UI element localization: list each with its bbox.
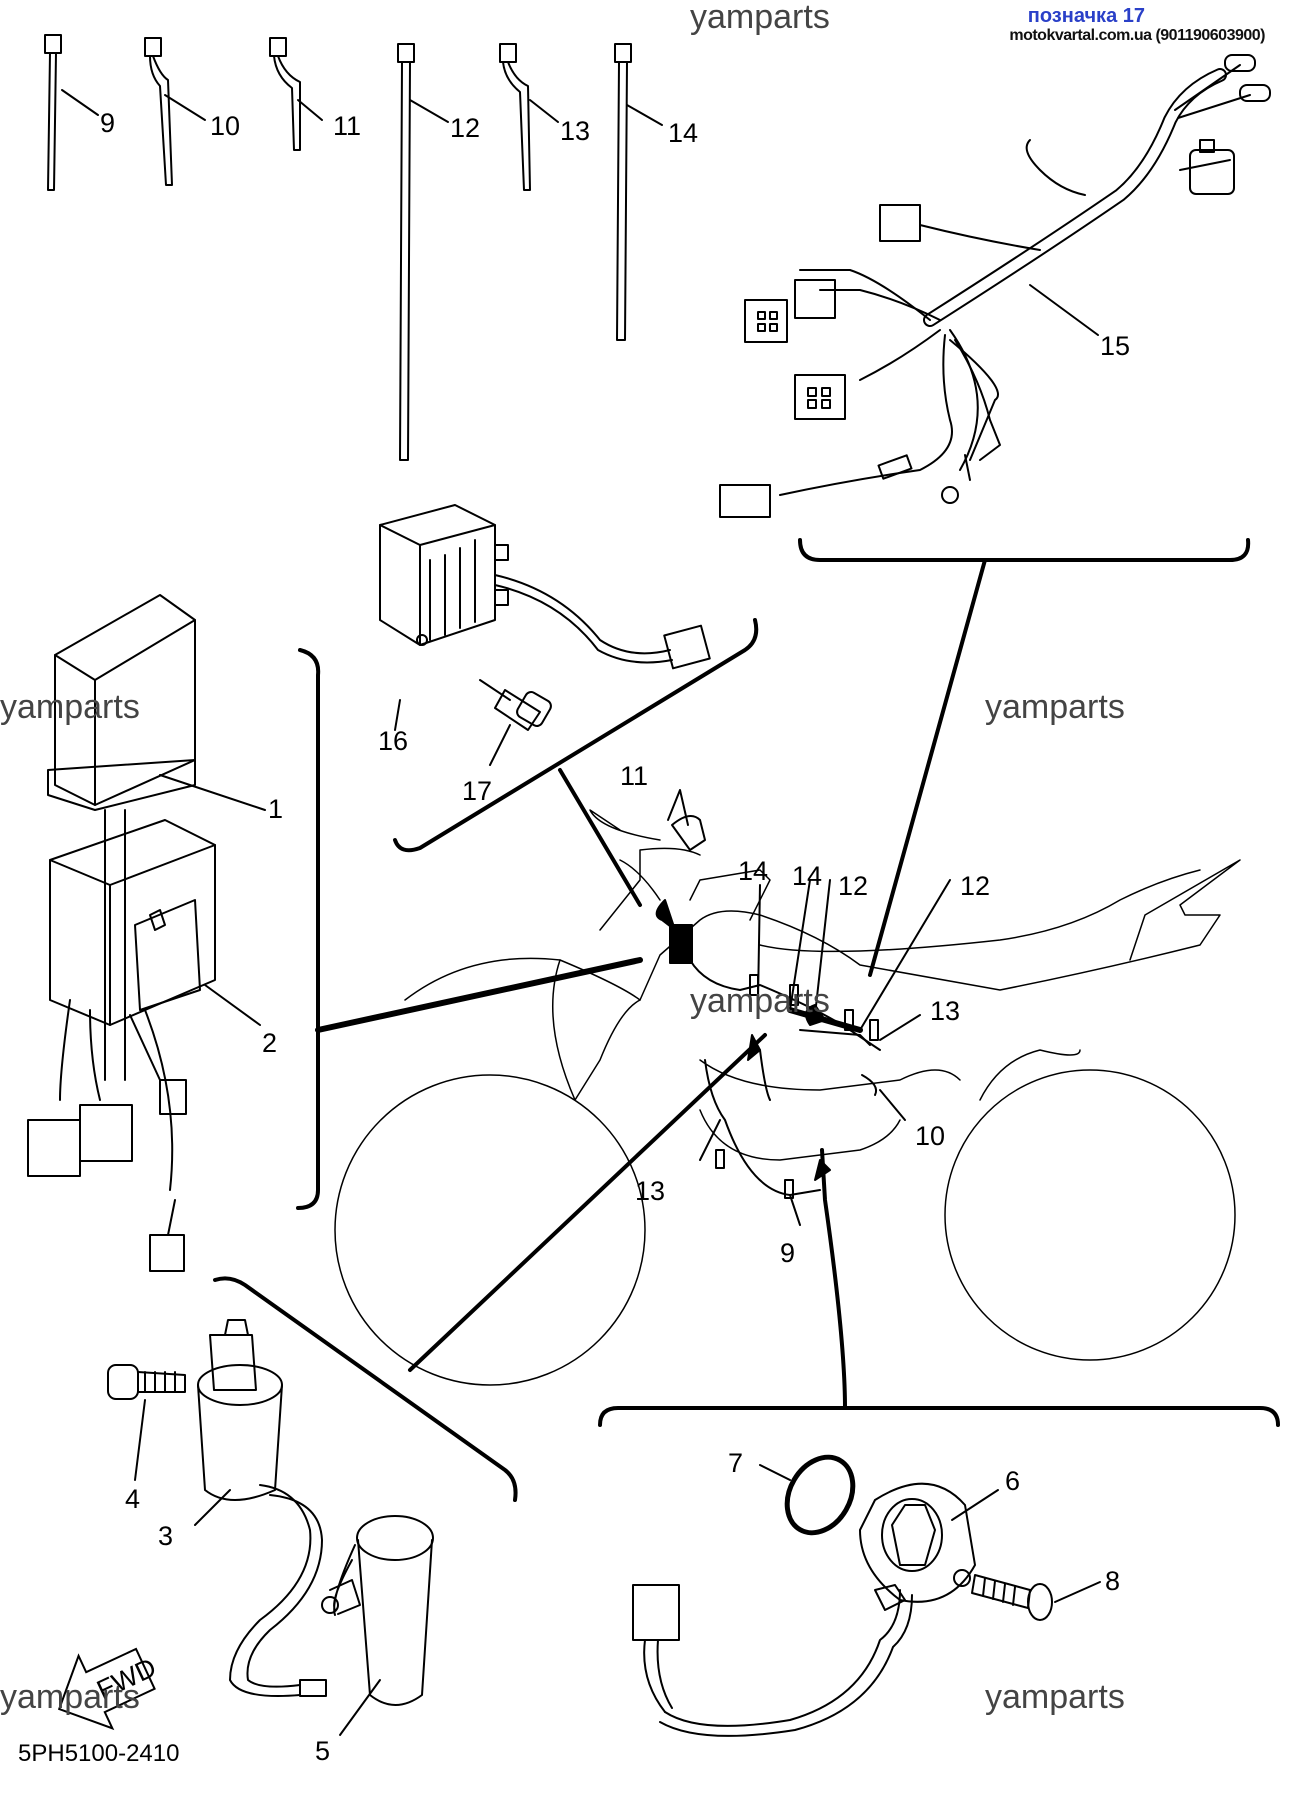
watermark-bottom-left: yamparts xyxy=(0,1678,140,1716)
callout-13: 13 xyxy=(560,116,590,146)
callout-13-bike-b: 13 xyxy=(635,1176,665,1206)
callout-12: 12 xyxy=(450,113,480,143)
spark-plug-cap-5 xyxy=(321,1515,434,1706)
callout-10-bike: 10 xyxy=(915,1121,945,1151)
cdi-unit-1 xyxy=(47,594,196,1081)
callout-8: 8 xyxy=(1105,1566,1120,1596)
watermark-center: yamparts xyxy=(690,982,830,1020)
callout-10: 10 xyxy=(210,111,240,141)
diagram-code: 5PH5100-2410 xyxy=(18,1740,180,1767)
ignition-coil-3 xyxy=(197,1319,327,1697)
cable-tie-14 xyxy=(614,43,632,341)
callout-15: 15 xyxy=(1100,331,1130,361)
callout-12-bike-a: 12 xyxy=(838,871,868,901)
cable-tie-13 xyxy=(499,43,531,191)
motorcycle-outline xyxy=(334,809,1241,1386)
callout-11: 11 xyxy=(333,111,361,141)
cable-tie-11 xyxy=(269,37,301,151)
callout-14-bike-b: 14 xyxy=(792,861,822,891)
callout-9: 9 xyxy=(100,108,115,138)
callout-14-bike-a: 14 xyxy=(738,856,768,886)
screw-8 xyxy=(953,1569,1053,1621)
callout-4: 4 xyxy=(125,1484,140,1514)
watermark-right: yamparts xyxy=(985,688,1125,726)
callout-9-bike: 9 xyxy=(780,1238,795,1268)
wire-harness-15 xyxy=(719,54,1271,518)
watermark-top: yamparts xyxy=(690,0,830,36)
watermark-bottom-right: yamparts xyxy=(985,1678,1125,1716)
callout-2: 2 xyxy=(262,1028,277,1058)
cable-tie-9 xyxy=(44,34,62,191)
header-site: motokvartal.com.ua (901190603900) xyxy=(1009,27,1265,44)
cdi-bracket-2 xyxy=(27,819,216,1272)
bolt-17 xyxy=(479,679,552,731)
o-ring-7 xyxy=(784,1454,856,1536)
callout-3: 3 xyxy=(158,1521,173,1551)
callout-12-bike-b: 12 xyxy=(960,871,990,901)
cable-tie-12 xyxy=(397,43,415,461)
callout-6: 6 xyxy=(1005,1466,1020,1496)
neutral-switch-6 xyxy=(632,1482,976,1737)
callout-11-bike: 11 xyxy=(620,761,648,791)
bolt-4 xyxy=(107,1364,186,1400)
callout-14: 14 xyxy=(668,118,698,148)
rectifier-regulator-16 xyxy=(379,504,711,670)
watermark-left: yamparts xyxy=(0,688,140,726)
callout-13-bike-a: 13 xyxy=(930,996,960,1026)
callout-5: 5 xyxy=(315,1736,330,1766)
cable-tie-10 xyxy=(144,37,173,186)
callout-17: 17 xyxy=(462,776,492,806)
callout-16: 16 xyxy=(378,726,408,756)
callout-7: 7 xyxy=(728,1448,743,1478)
callout-1: 1 xyxy=(268,794,283,824)
header-badge: позначка 17 xyxy=(1027,5,1145,27)
